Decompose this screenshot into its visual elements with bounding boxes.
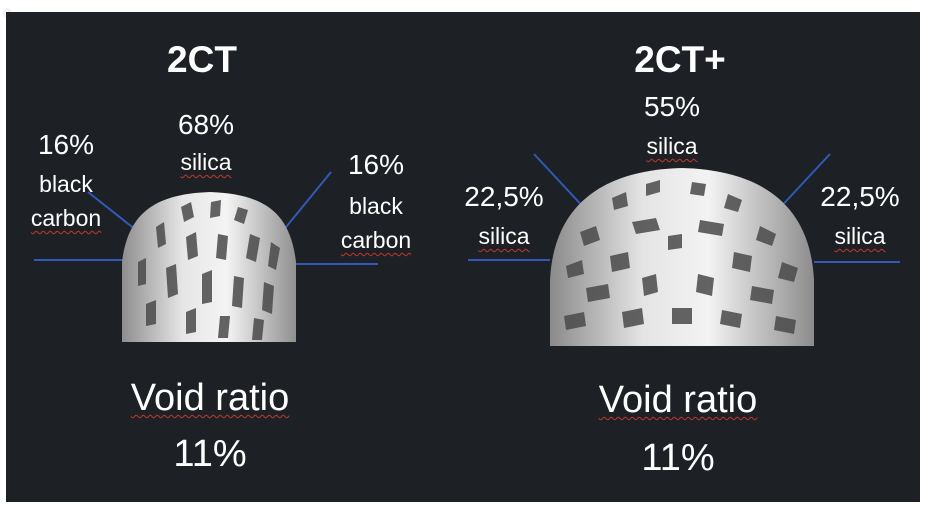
panel-2ct-plus: 2CT+ 55% silica 22,5% silica 22,5% silic… bbox=[446, 12, 920, 502]
zone-line-left-diagonal bbox=[87, 191, 137, 231]
slide: 2CT 68% silica 16% black carbon 16% blac… bbox=[6, 12, 920, 502]
title-2ct: 2CT bbox=[167, 39, 237, 80]
right-shoulder-material-line1: black bbox=[349, 193, 403, 219]
zone-line-right-diagonal bbox=[775, 153, 831, 213]
left-shoulder-material: silica bbox=[478, 223, 530, 249]
panel-2ct: 2CT 68% silica 16% black carbon 16% blac… bbox=[6, 12, 446, 502]
left-shoulder-material-line2: carbon bbox=[30, 205, 102, 231]
right-shoulder-material: silica bbox=[834, 223, 886, 249]
tyre-2ct-image bbox=[34, 171, 378, 342]
left-shoulder-material-line1: black bbox=[39, 171, 93, 197]
center-percent: 68% bbox=[177, 109, 235, 140]
void-ratio-value: 11% bbox=[641, 437, 715, 479]
left-shoulder-percent: 16% bbox=[37, 129, 95, 160]
tyre-2ct-plus-image bbox=[468, 153, 900, 346]
right-shoulder-percent: 16% bbox=[347, 149, 405, 180]
title-2ct-plus: 2CT+ bbox=[634, 39, 726, 80]
center-material: silica bbox=[646, 133, 698, 159]
zone-line-left-diagonal bbox=[533, 153, 589, 213]
center-percent: 55% bbox=[643, 91, 701, 122]
left-shoulder-percent: 22,5% bbox=[464, 181, 544, 212]
zone-line-right-diagonal bbox=[281, 171, 332, 233]
right-shoulder-material-line2: carbon bbox=[340, 227, 412, 253]
void-ratio-value: 11% bbox=[173, 433, 247, 475]
void-ratio-label: Void ratio bbox=[598, 379, 758, 421]
center-material: silica bbox=[180, 149, 232, 175]
right-shoulder-percent: 22,5% bbox=[820, 181, 900, 212]
void-ratio-label: Void ratio bbox=[130, 377, 290, 419]
